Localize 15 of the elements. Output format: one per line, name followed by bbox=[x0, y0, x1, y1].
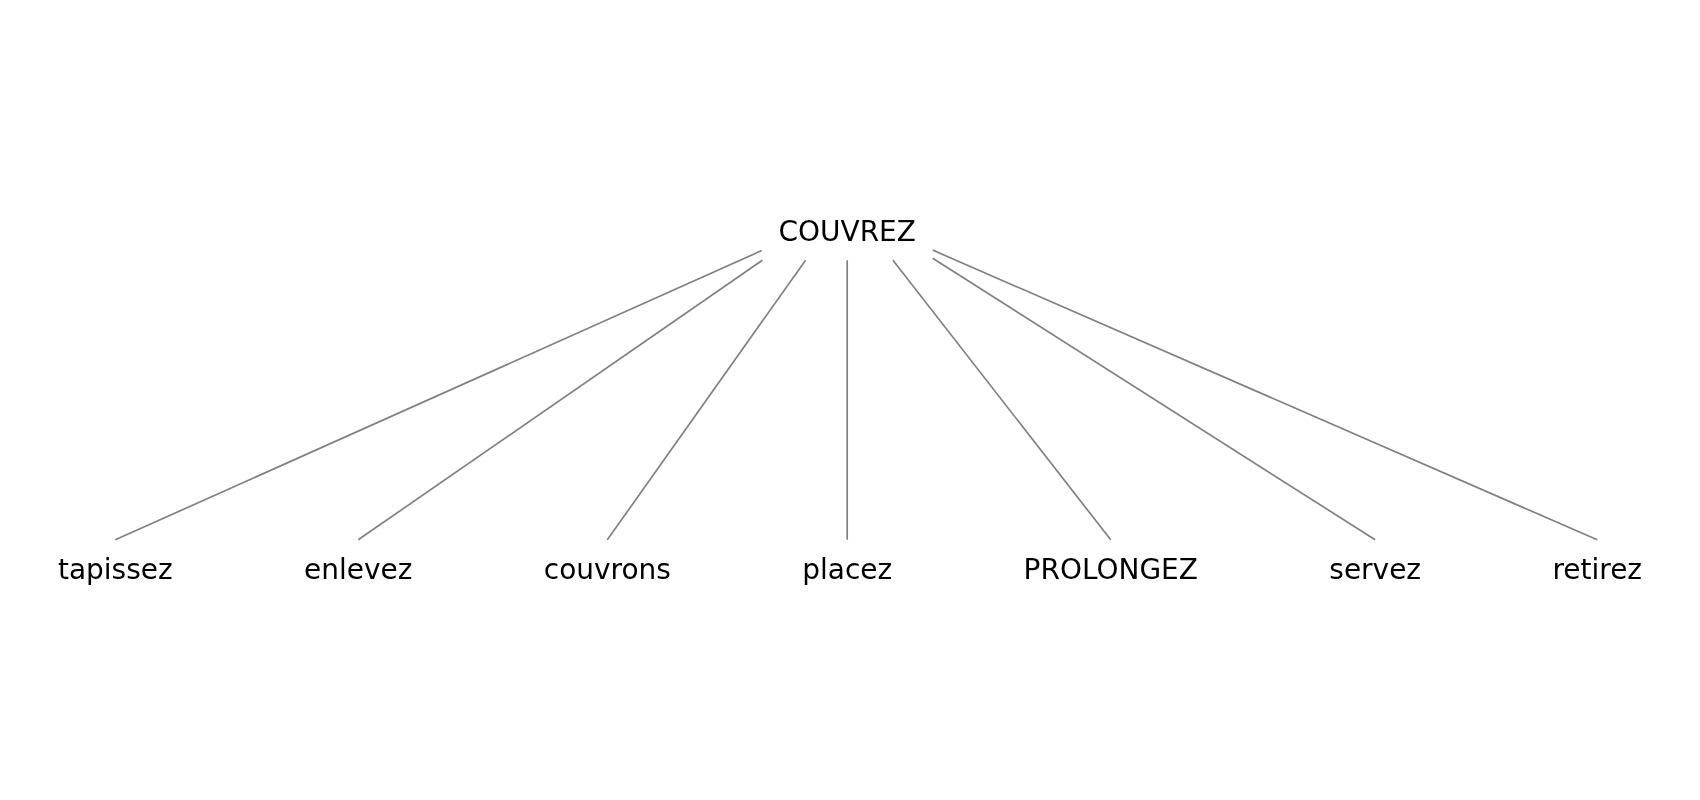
connector bbox=[892, 259, 1112, 541]
node-text: COUVREZ bbox=[778, 214, 916, 248]
connector bbox=[114, 249, 763, 541]
connector bbox=[357, 259, 764, 541]
node-text: enlevez bbox=[304, 552, 413, 586]
connector bbox=[931, 257, 1376, 541]
node-text: retirez bbox=[1552, 552, 1643, 586]
node-text: servez bbox=[1329, 552, 1422, 586]
node-text: PROLONGEZ bbox=[1023, 552, 1198, 586]
node-text: tapissez bbox=[57, 552, 173, 586]
node-text: couvrons bbox=[543, 552, 671, 586]
node-text: placez bbox=[802, 552, 893, 586]
connector bbox=[606, 259, 807, 541]
connector bbox=[846, 259, 849, 541]
connector bbox=[931, 249, 1599, 541]
